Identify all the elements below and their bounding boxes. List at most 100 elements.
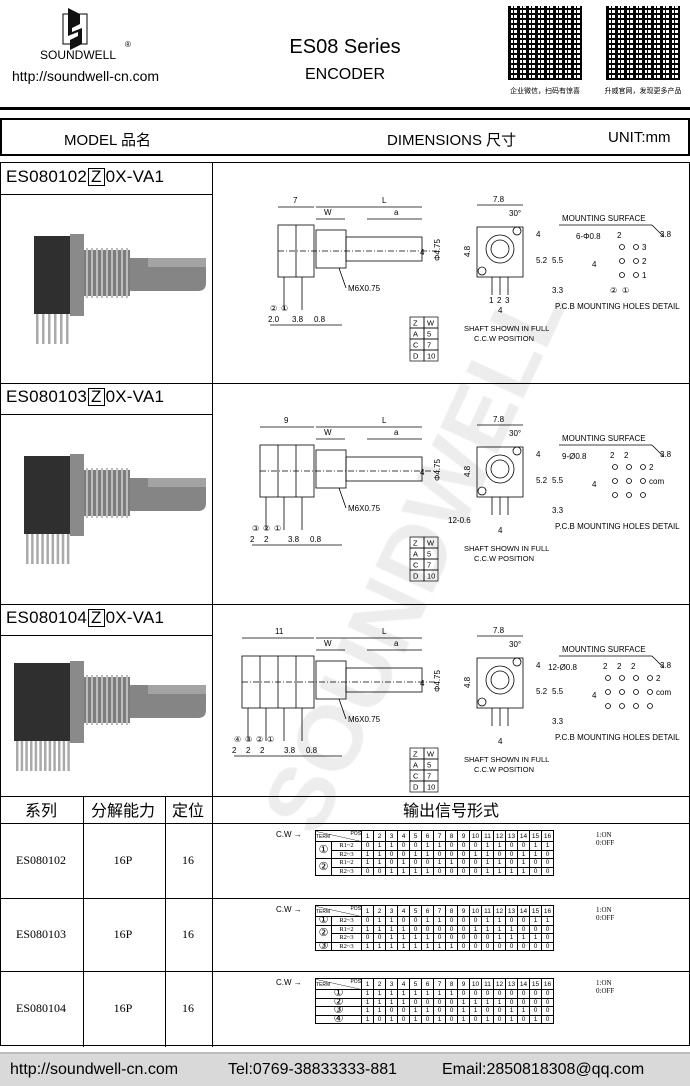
signal-value: 0 bbox=[541, 866, 554, 876]
position-header: 3 bbox=[385, 905, 398, 917]
pin bbox=[46, 534, 49, 564]
signal-value: 1 bbox=[421, 933, 434, 943]
signal-value: 1 bbox=[397, 933, 410, 943]
zw-cell: 5 bbox=[427, 761, 431, 770]
signal-value: 0 bbox=[445, 866, 458, 876]
footer-url[interactable]: http://soundwell-cn.com bbox=[10, 1061, 179, 1078]
signal-value: 0 bbox=[493, 1006, 506, 1016]
dimension-label: a bbox=[394, 208, 399, 217]
pos-label: POS bbox=[350, 906, 361, 913]
signal-value: 1 bbox=[481, 866, 494, 876]
thread-label: M6X0.75 bbox=[348, 715, 381, 724]
signal-value: 0 bbox=[493, 849, 506, 859]
signal-value: 1 bbox=[529, 1014, 542, 1024]
dimension-label: 5.5 bbox=[552, 476, 564, 485]
position-header: 13 bbox=[505, 978, 518, 990]
pcb-hole bbox=[619, 703, 625, 709]
pin-number: ④ bbox=[234, 735, 241, 744]
signal-value: 0 bbox=[433, 866, 446, 876]
model-z-box: Z bbox=[88, 168, 105, 186]
signal-value: 0 bbox=[385, 1006, 398, 1016]
zw-cell: 7 bbox=[427, 341, 431, 350]
pcb-hole bbox=[633, 689, 639, 695]
pin bbox=[60, 313, 63, 344]
pin bbox=[61, 534, 65, 564]
signal-value: 1 bbox=[421, 841, 434, 851]
dimension-label: com bbox=[656, 688, 671, 697]
signal-value: 0 bbox=[457, 941, 470, 951]
signal-value: 1 bbox=[481, 997, 494, 1007]
signal-value: 1 bbox=[397, 989, 410, 999]
position-header: 12 bbox=[493, 978, 506, 990]
model-suffix: 0X-VA1 bbox=[105, 387, 165, 406]
position-header: 5 bbox=[409, 905, 422, 917]
signal-value: 0 bbox=[517, 1014, 530, 1024]
signal-value: 1 bbox=[385, 941, 398, 951]
dimension-label: 11 bbox=[275, 627, 284, 636]
signal-value: 1 bbox=[361, 1006, 374, 1016]
pcb-hole bbox=[626, 464, 632, 470]
pin bbox=[54, 313, 57, 344]
signal-value: 0 bbox=[541, 933, 554, 943]
signal-value: 1 bbox=[505, 866, 518, 876]
zw-cell: Z bbox=[413, 750, 418, 759]
terminal-cell: ② bbox=[315, 997, 362, 1007]
dimension-label: 4 bbox=[420, 468, 425, 477]
signal-value: 0 bbox=[445, 933, 458, 943]
signal-value: 0 bbox=[361, 866, 374, 876]
pin-number: ① bbox=[281, 304, 288, 313]
pin bbox=[25, 741, 28, 771]
signal-value: 0 bbox=[445, 1014, 458, 1024]
signal-value: 1 bbox=[517, 1006, 530, 1016]
signal-value: 0 bbox=[361, 933, 374, 943]
pin bbox=[51, 534, 55, 564]
signal-value: 0 bbox=[409, 924, 422, 934]
signal-value: 1 bbox=[481, 1014, 494, 1024]
zw-cell: C bbox=[413, 341, 419, 350]
pcb-hole bbox=[633, 703, 639, 709]
header-url[interactable]: http://soundwell-cn.com bbox=[12, 68, 160, 84]
signal-value: 1 bbox=[385, 1014, 398, 1024]
signal-value: 0 bbox=[469, 989, 482, 999]
position-header: 4 bbox=[397, 978, 410, 990]
position-header: 11 bbox=[481, 830, 494, 842]
signal-value: 1 bbox=[409, 1006, 422, 1016]
pin bbox=[48, 313, 51, 344]
dimension-label: 7.8 bbox=[493, 415, 505, 424]
pcb-hole bbox=[619, 675, 625, 681]
signal-value: 0 bbox=[445, 916, 458, 926]
position-header: 13 bbox=[505, 905, 518, 917]
model-z-box: Z bbox=[88, 609, 105, 627]
legend-on: 1:ON bbox=[596, 831, 612, 839]
signal-value: 0 bbox=[457, 989, 470, 999]
signal-value: 1 bbox=[445, 941, 458, 951]
model-suffix: 0X-VA1 bbox=[105, 167, 165, 186]
position-header: 6 bbox=[421, 905, 434, 917]
signal-value: 1 bbox=[421, 916, 434, 926]
position-header: 2 bbox=[373, 978, 386, 990]
signal-value: 1 bbox=[409, 866, 422, 876]
dimension-label: 2 bbox=[264, 535, 269, 544]
signal-value: 0 bbox=[421, 858, 434, 868]
footer-email[interactable]: Email:2850818308@qq.com bbox=[442, 1061, 645, 1078]
term-label: TERM bbox=[316, 982, 331, 988]
model-code: ES080104 bbox=[6, 608, 88, 627]
position-header: 12 bbox=[493, 905, 506, 917]
signal-value: 1 bbox=[493, 858, 506, 868]
pin-number: ② bbox=[610, 286, 617, 295]
dimension-label: 4 bbox=[498, 737, 503, 746]
dimension-label: 4 bbox=[498, 306, 503, 315]
zw-cell: W bbox=[427, 539, 435, 548]
legend-off: 0:OFF bbox=[596, 839, 615, 847]
dimension-label: 0.8 bbox=[306, 746, 318, 755]
signal-value: 1 bbox=[517, 866, 530, 876]
signal-value: 1 bbox=[505, 924, 518, 934]
qr-code-wechat bbox=[506, 4, 584, 82]
pin bbox=[53, 741, 56, 771]
signal-value: 0 bbox=[529, 858, 542, 868]
